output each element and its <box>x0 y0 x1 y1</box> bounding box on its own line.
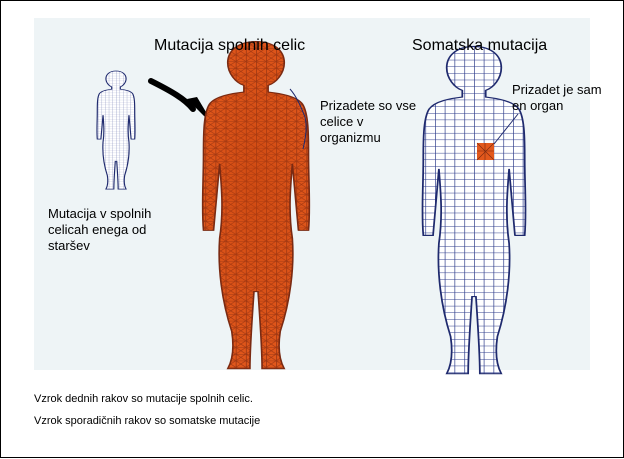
title-germline-mutation: Mutacija spolnih celic <box>154 37 305 55</box>
somatic-figure <box>422 46 525 373</box>
title-somatic-mutation: Somatska mutacija <box>412 37 547 55</box>
parent-figure <box>97 71 135 189</box>
note-one-organ-affected: Prizadet je sam en organ <box>512 82 602 114</box>
caption-hereditary-cancers: Vzrok dednih rakov so mutacije spolnih c… <box>34 393 253 405</box>
affected-organ <box>477 143 494 160</box>
note-parent-germ-cells: Mutacija v spolnih celicah enega od star… <box>48 206 151 254</box>
note-all-cells-affected: Prizadete so vse celice v organizmu <box>320 98 416 146</box>
caption-sporadic-cancers: Vzrok sporadičnih rakov so somatske muta… <box>34 415 260 427</box>
germline-figure <box>203 41 310 368</box>
